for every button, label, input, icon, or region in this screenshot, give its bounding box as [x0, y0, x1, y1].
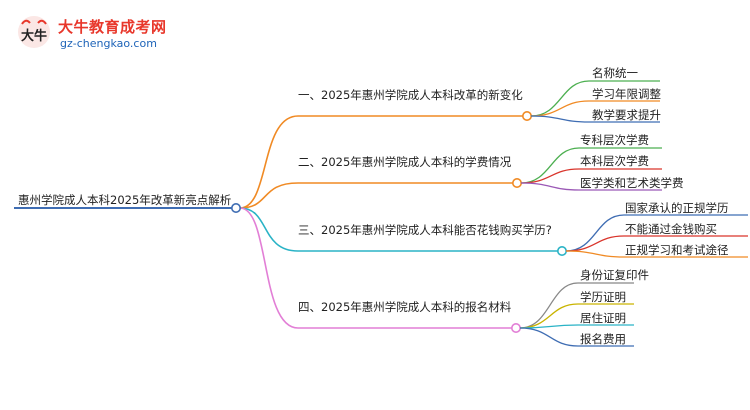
branch-3-connector [239, 207, 558, 252]
leaf-1-3-label: 教学要求提升 [592, 108, 661, 122]
leaf-3-1-connector [565, 214, 748, 252]
leaf-3-2-label: 不能通过金钱购买 [625, 222, 717, 236]
leaf-1-1-connector [530, 80, 660, 117]
bull-logo-icon: 大牛 [18, 16, 50, 48]
leaf-3-3-connector [565, 250, 748, 258]
leaf-4-4-label: 报名费用 [580, 332, 626, 346]
leaf-1-1-label: 名称统一 [592, 66, 638, 80]
branch-3-node[interactable] [556, 246, 567, 257]
branch-4-node[interactable] [510, 322, 521, 333]
branch-1-label: 一、2025年惠州学院成人本科改革的新变化 [298, 88, 523, 102]
leaf-4-2-label: 学历证明 [580, 290, 626, 304]
leaf-1-2-connector [530, 100, 660, 117]
branch-4-connector [239, 207, 512, 329]
leaf-4-3-label: 居住证明 [580, 311, 626, 325]
brand-name: 大牛教育成考网 [58, 18, 167, 36]
leaf-2-1-label: 专科层次学费 [580, 133, 649, 147]
branch-4-label: 四、2025年惠州学院成人本科的报名材料 [298, 300, 512, 314]
leaf-4-3-connector [519, 324, 634, 329]
branch-2-connector [239, 182, 513, 209]
leaf-2-3-connector [520, 182, 662, 191]
branch-2-label: 二、2025年惠州学院成人本科的学费情况 [298, 155, 512, 169]
leaf-2-3-label: 医学类和艺术类学费 [580, 176, 684, 190]
leaf-1-2-label: 学习年限调整 [592, 87, 661, 101]
leaf-4-1-label: 身份证复印件 [580, 268, 649, 282]
leaf-2-2-connector [520, 168, 662, 184]
leaf-3-1-label: 国家承认的正规学历 [625, 201, 729, 215]
leaf-3-2-connector [565, 235, 748, 252]
leaf-2-1-connector [520, 147, 662, 184]
leaf-3-3-label: 正规学习和考试途径 [625, 243, 729, 257]
leaf-4-2-connector [519, 303, 634, 329]
branch-3-label: 三、2025年惠州学院成人本科能否花钱购买学历? [298, 223, 552, 237]
leaf-1-3-connector [530, 115, 660, 123]
leaf-4-1-connector [519, 282, 634, 329]
branch-2-node[interactable] [511, 178, 522, 189]
leaf-2-2-label: 本科层次学费 [580, 154, 649, 168]
root-node-label: 惠州学院成人本科2025年改革新亮点解析 [18, 193, 232, 207]
logo-glyph: 大牛 [21, 28, 47, 44]
brand-url[interactable]: gz-chengkao.com [60, 37, 157, 50]
branch-1-connector [239, 115, 523, 209]
branch-1-node[interactable] [521, 111, 532, 122]
brand-logo[interactable]: 大牛 大牛教育成考网 gz-chengkao.com [14, 14, 204, 54]
leaf-4-4-connector [519, 327, 634, 347]
root-node[interactable] [231, 203, 242, 214]
